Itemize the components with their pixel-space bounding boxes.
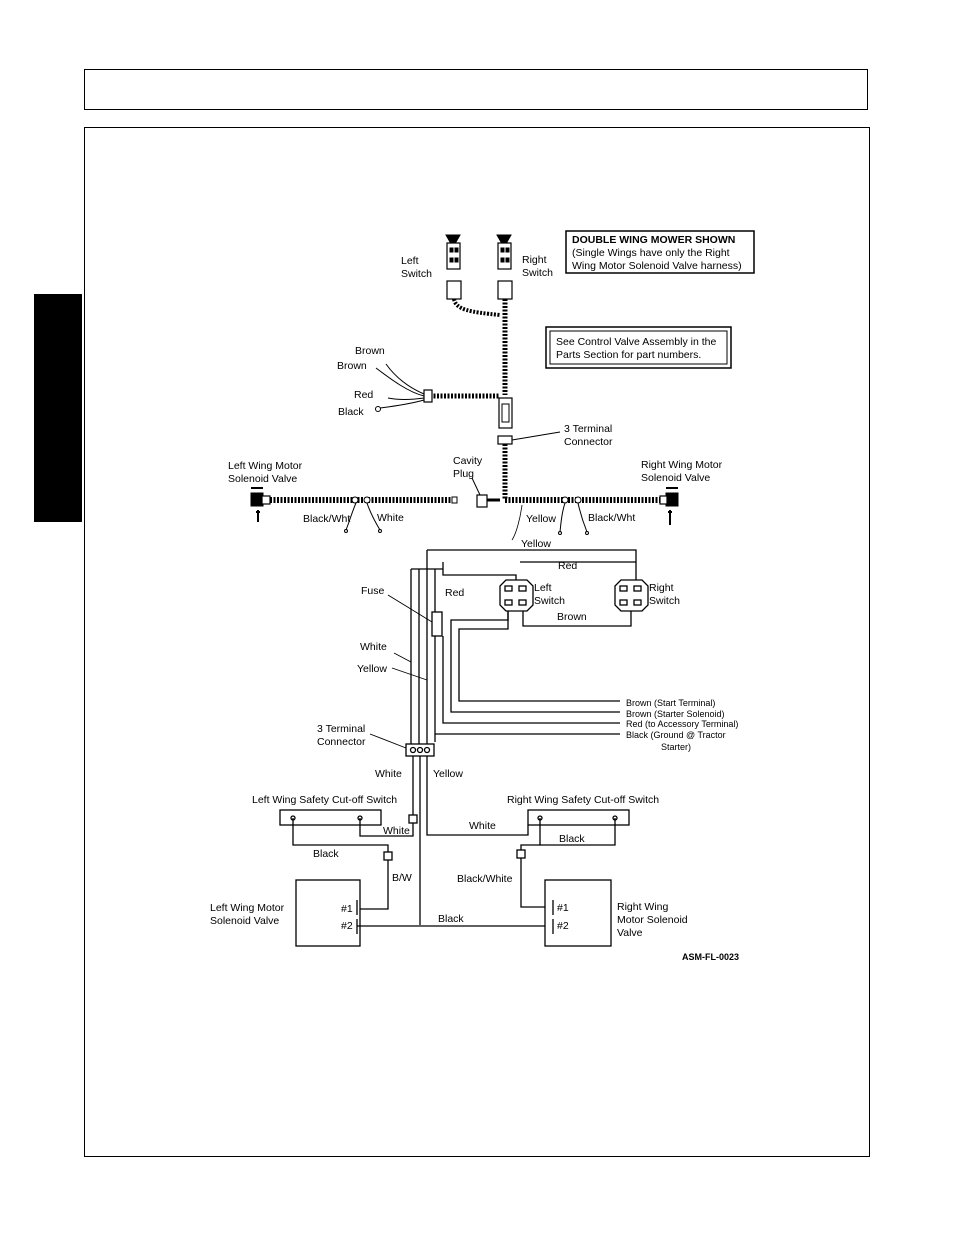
schematic-lines <box>279 549 649 947</box>
sch-bw: B/W <box>392 872 412 884</box>
section-tab <box>34 294 82 522</box>
harness-left-valve-1: Left Wing Motor <box>228 460 303 472</box>
sch-black-ground-2: Starter) <box>661 742 691 752</box>
harness-right-valve-2: Solenoid Valve <box>641 472 710 484</box>
sch-black-bottom: Black <box>438 913 464 925</box>
see-line-2: Parts Section for part numbers. <box>556 349 701 361</box>
harness-3-terminal-1: 3 Terminal <box>564 423 612 435</box>
sch-3-terminal-1: 3 Terminal <box>317 723 365 735</box>
harness-cavity-2: Plug <box>453 468 474 480</box>
sch-right-valve-2: Motor Solenoid <box>617 914 688 926</box>
harness-right-switch-1: Right <box>522 254 547 266</box>
sch-left-valve-2: Solenoid Valve <box>210 915 279 927</box>
note-title: DOUBLE WING MOWER SHOWN <box>572 234 735 246</box>
sch-fuse: Fuse <box>361 585 385 597</box>
see-line-1: See Control Valve Assembly in the <box>556 336 716 348</box>
sch-terminal-1: #1 <box>341 903 353 915</box>
harness-right-switch-2: Switch <box>522 267 553 279</box>
harness-black: Black <box>338 406 364 418</box>
sch-red-top: Red <box>558 560 577 572</box>
harness-brown-2: Brown <box>337 360 367 372</box>
sch-yellow: Yellow <box>357 663 387 675</box>
sch-yellow-top: Yellow <box>521 538 551 550</box>
harness-labels: Left Switch Right Switch Brown Brown Red… <box>228 254 723 525</box>
sch-right-switch-2: Switch <box>649 595 680 607</box>
sch-left-switch-1: Left <box>534 582 552 594</box>
sch-brown-start: Brown (Start Terminal) <box>626 698 715 708</box>
sch-black-white: Black/White <box>457 873 513 885</box>
sch-3-terminal-2: Connector <box>317 736 366 748</box>
harness-white-left: White <box>377 512 404 524</box>
note-line-2: Wing Motor Solenoid Valve harness) <box>572 260 742 272</box>
figure-frame <box>84 127 870 1157</box>
page-header-box <box>84 69 868 110</box>
sch-terminal-1-right: #1 <box>557 902 569 914</box>
sch-red-fuse: Red <box>445 587 464 599</box>
sch-yellow-below: Yellow <box>433 768 463 780</box>
sch-brown-mid: Brown <box>557 611 587 623</box>
sch-terminal-2-right: #2 <box>557 920 569 932</box>
harness-3-terminal-2: Connector <box>564 436 613 448</box>
harness-right-valve-1: Right Wing Motor <box>641 459 723 471</box>
figure-reference: ASM-FL-0023 <box>682 952 739 962</box>
harness-yellow-right: Yellow <box>526 513 556 525</box>
note-box: DOUBLE WING MOWER SHOWN (Single Wings ha… <box>565 230 755 274</box>
sch-white: White <box>360 641 387 653</box>
sch-terminal-2: #2 <box>341 920 353 932</box>
see-parts-box: See Control Valve Assembly in the Parts … <box>545 326 732 369</box>
harness-left-switch-2: Switch <box>401 268 432 280</box>
schematic-labels: Yellow Red Fuse Red Left Switch Right Sw… <box>210 538 739 962</box>
sch-white-below: White <box>375 768 402 780</box>
sch-brown-starter: Brown (Starter Solenoid) <box>626 709 725 719</box>
sch-black-right-sw: Black <box>559 833 585 845</box>
harness-black-wht-left: Black/Wht <box>303 513 350 525</box>
sch-black-ground: Black (Ground @ Tractor <box>626 730 726 740</box>
harness-left-switch-1: Left <box>401 255 419 267</box>
sch-right-valve-1: Right Wing <box>617 901 669 913</box>
harness-red: Red <box>354 389 373 401</box>
note-line-1: (Single Wings have only the Right <box>572 247 730 259</box>
sch-right-switch-1: Right <box>649 582 674 594</box>
sch-right-cutoff: Right Wing Safety Cut-off Switch <box>507 794 659 806</box>
sch-white-right-sw: White <box>469 820 496 832</box>
sch-left-cutoff: Left Wing Safety Cut-off Switch <box>252 794 397 806</box>
sch-left-switch-2: Switch <box>534 595 565 607</box>
sch-left-valve-1: Left Wing Motor <box>210 902 285 914</box>
sch-black-left-sw: Black <box>313 848 339 860</box>
harness-illustration <box>250 234 679 541</box>
harness-brown-1: Brown <box>355 345 385 357</box>
sch-red-accessory: Red (to Accessory Terminal) <box>626 719 738 729</box>
sch-right-valve-3: Valve <box>617 927 643 939</box>
sch-white-left-sw: White <box>383 825 410 837</box>
harness-left-valve-2: Solenoid Valve <box>228 473 297 485</box>
harness-cavity-1: Cavity <box>453 455 483 467</box>
harness-black-wht-right: Black/Wht <box>588 512 635 524</box>
